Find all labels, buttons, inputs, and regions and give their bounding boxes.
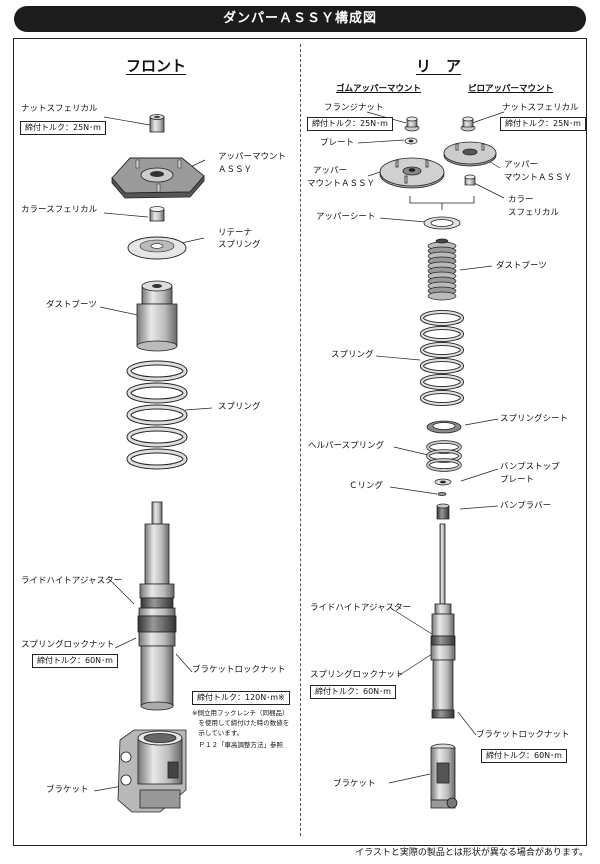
front-spring-lock-label: スプリングロックナット: [21, 640, 115, 650]
rear-heading: リ ア: [416, 57, 462, 75]
front-nut-label: ナットスフェリカル: [21, 104, 98, 114]
rear-collar-label: カラー: [508, 195, 534, 205]
rear-flange-nut-torque: 締付トルク：25N･m: [307, 117, 393, 131]
rear-spring-lock-torque: 締付トルク：60N･m: [310, 685, 396, 699]
page-title: ダンパーＡＳＳＹ構成図: [222, 11, 377, 26]
front-spring-label: スプリング: [218, 402, 261, 412]
front-upper-mount: [111, 157, 205, 199]
front-spring-lock-torque: 締付トルク：60N･m: [32, 654, 118, 668]
rear-nut-torque: 締付トルク：25N･m: [500, 117, 586, 131]
footer-note: イラストと実際の製品とは形状が異なる場合があります。: [355, 848, 588, 858]
front-retainer-label: リテーナ: [218, 228, 253, 238]
rear-upper-mount-label: アッパー: [313, 166, 348, 176]
leader-lines: [93, 111, 505, 792]
rear-upper-sheet-label: アッパーシート: [316, 212, 376, 222]
rear-bump-rubber-label: バンプラバー: [500, 501, 552, 511]
front-retainer: [127, 236, 187, 260]
rear-bump-stop-plate: [434, 478, 452, 486]
rear-c-ring: [437, 492, 447, 496]
rear-rubber-upper-mount: [379, 157, 445, 189]
rear-c-ring-label: Ｃリング: [349, 481, 384, 491]
rear-bump-rubber: [436, 503, 450, 520]
rear-flange-nut: [404, 116, 420, 132]
rear-bump-plate-label: バンプストップ: [500, 462, 560, 472]
rear-pillow-mount-label-2: マウントＡＳＳＹ: [504, 173, 573, 183]
rear-collar-label-2: スフェリカル: [508, 208, 560, 218]
rear-damper-body: [430, 523, 456, 719]
front-heading: フロント: [126, 57, 187, 75]
rear-plate-label: プレート: [320, 138, 355, 148]
rear-upper-mount-label-2: マウントＡＳＳＹ: [307, 179, 376, 189]
front-bracket-lock-torque: 締付トルク：120N･m※: [192, 691, 290, 705]
front-upper-mount-label: アッパーマウント: [218, 152, 287, 162]
rear-plate: [404, 137, 418, 145]
front-nut-spherical: [149, 114, 165, 133]
section-divider: [300, 44, 301, 836]
front-dust-boot: [136, 280, 178, 352]
front-bracket-label: ブラケット: [46, 785, 89, 795]
rear-helper-spring: [426, 440, 462, 472]
rear-flange-nut-label: フランジナット: [324, 103, 384, 113]
front-nut-torque: 締付トルク：25N･m: [20, 121, 106, 135]
front-note-2: を使用して締付けた時の数値を: [192, 719, 290, 727]
front-retainer-label-2: スプリング: [218, 240, 261, 250]
front-spring: [126, 360, 188, 470]
rear-bracket-label: ブラケット: [333, 779, 376, 789]
rear-helper-spring-label: ヘルパースプリング: [308, 441, 385, 451]
front-damper-body: [137, 501, 177, 711]
rear-bracket-lock-torque: 締付トルク：60N･m: [481, 749, 567, 763]
page-title-banner: ダンパーＡＳＳＹ構成図: [14, 6, 586, 32]
front-bracket: [117, 729, 187, 813]
front-note-4: Ｐ１２「車高調整方法」参照: [192, 741, 284, 749]
front-ride-height-label: ライドハイトアジャスター: [21, 576, 123, 586]
rear-spring-sheet: [426, 420, 462, 434]
front-dust-boot-label: ダストブーツ: [46, 300, 97, 310]
rear-ride-height-label: ライドハイトアジャスター: [310, 603, 412, 613]
rear-bump-plate-label-2: プレート: [500, 475, 535, 485]
rear-spring-lock-label: スプリングロックナット: [310, 670, 404, 680]
rear-spring: [420, 310, 464, 406]
rear-spring-sheet-label: スプリングシート: [500, 414, 569, 424]
rear-upper-sheet: [423, 216, 461, 230]
rear-nut-spherical: [460, 116, 476, 132]
front-upper-mount-label-2: ＡＳＳＹ: [218, 165, 253, 175]
front-bracket-lock-label: ブラケットロックナット: [192, 665, 286, 675]
rear-pillow-upper-mount: [443, 141, 497, 167]
diagram-frame: [13, 38, 587, 846]
rear-nut-label: ナットスフェリカル: [502, 103, 579, 113]
rear-dust-boot: [427, 238, 457, 301]
front-note-1: ※側立用フックレンチ（同梱品）: [192, 709, 289, 717]
rear-rubber-mount-heading: ゴムアッパーマウント: [336, 84, 422, 94]
rear-collar: [464, 174, 476, 186]
rear-spring-label: スプリング: [331, 350, 374, 360]
rear-pillow-mount-heading: ピロアッパーマウント: [468, 84, 554, 94]
rear-bracket: [430, 743, 458, 809]
rear-bracket-lock-label: ブラケットロックナット: [476, 730, 570, 740]
front-collar: [149, 206, 165, 222]
rear-dust-boot-label: ダストブーツ: [496, 261, 547, 271]
front-note-3: 示しています。: [192, 729, 244, 737]
rear-pillow-mount-label: アッパー: [504, 160, 539, 170]
front-collar-label: カラースフェリカル: [21, 205, 98, 215]
